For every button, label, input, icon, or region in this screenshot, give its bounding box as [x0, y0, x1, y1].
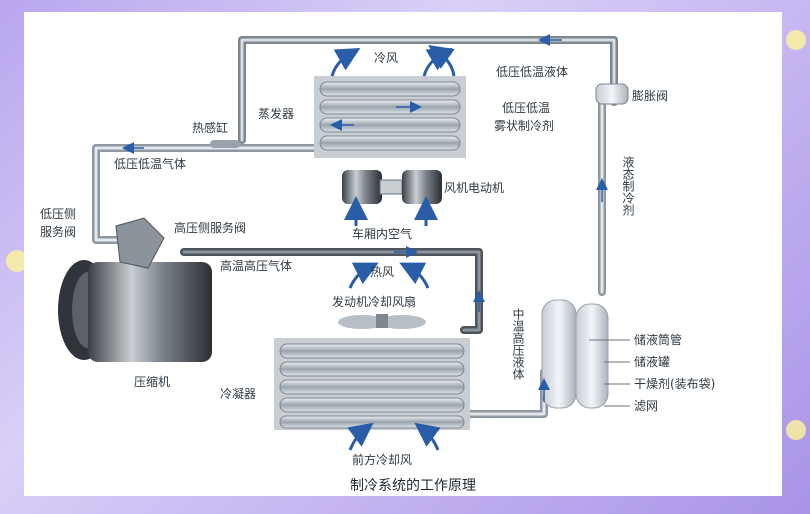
label-filter: 滤网 — [634, 399, 658, 413]
callout-lines — [589, 339, 630, 407]
label-cabin-air: 车厢内空气 — [352, 226, 412, 241]
airflow-arrows — [330, 45, 456, 451]
diagram-panel: 冷风 低压低温液体 膨胀阀 蒸发器 热感缸 低压低温 雾状制冷剂 低压低温气体 … — [24, 12, 782, 496]
compressor — [58, 217, 212, 362]
label-front-cool-air: 前方冷却风 — [352, 452, 412, 467]
label-low-side-valve-line1: 低压侧 — [40, 207, 76, 221]
evaporator-coil — [314, 76, 466, 158]
label-cold-air: 冷风 — [374, 51, 398, 65]
label-engine-fan: 发动机冷却风扇 — [332, 294, 416, 309]
label-condenser: 冷凝器 — [220, 386, 256, 401]
label-desiccant: 干燥剂(装布袋) — [634, 376, 715, 391]
label-thermal-bulb: 热感缸 — [192, 120, 228, 135]
label-fan-motor: 风机电动机 — [444, 181, 504, 195]
expansion-valve — [595, 83, 629, 105]
refrigeration-diagram: 冷风 低压低温液体 膨胀阀 蒸发器 热感缸 低压低温 雾状制冷剂 低压低温气体 … — [40, 34, 715, 494]
label-evaporator: 蒸发器 — [258, 106, 294, 121]
label-receiver: 储液罐 — [634, 354, 670, 369]
flow-direction-arrows — [122, 34, 608, 402]
label-low-side-valve-line2: 服务阀 — [40, 224, 76, 239]
receiver-drier — [541, 299, 609, 409]
label-liquid-refrigerant: 液态制冷剂 — [621, 155, 635, 216]
diagram-title: 制冷系统的工作原理 — [350, 478, 476, 494]
label-mid-temp-high-press-liquid: 中温高压液体 — [511, 307, 525, 381]
label-high-side-valve: 高压侧服务阀 — [174, 220, 246, 235]
label-expansion-valve: 膨胀阀 — [632, 89, 668, 103]
label-atomized-refrigerant: 雾状制冷剂 — [494, 118, 554, 133]
label-low-press-low-temp: 低压低温 — [502, 101, 550, 115]
label-compressor: 压缩机 — [134, 374, 170, 389]
engine-fan — [338, 314, 426, 329]
label-high-temp-high-press-gas: 高温高压气体 — [220, 258, 292, 273]
thermal-bulb — [210, 140, 240, 148]
label-low-temp-low-press-liquid: 低压低温液体 — [496, 64, 568, 79]
decor-dot — [6, 250, 28, 272]
label-low-temp-low-press-gas: 低压低温气体 — [114, 156, 186, 171]
condenser-coil — [274, 338, 470, 430]
label-hot-air: 热风 — [370, 265, 394, 279]
fan-motor — [342, 170, 442, 204]
decor-dot — [786, 420, 806, 440]
label-dip-tube: 储液筒管 — [634, 332, 682, 347]
decor-dot — [786, 30, 806, 50]
